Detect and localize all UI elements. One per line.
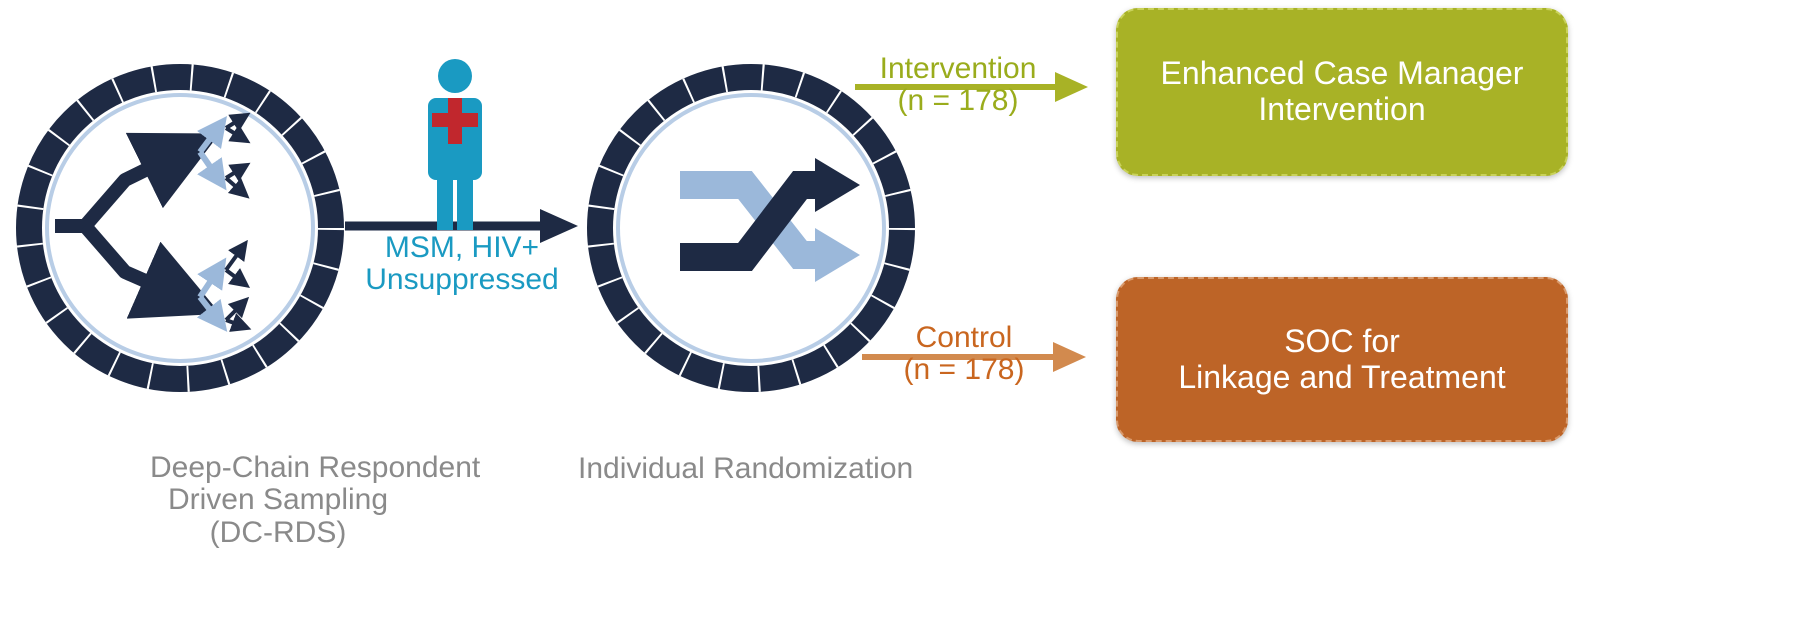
sampling-label-line-3: (DC-RDS) [209,515,347,549]
branching-tree-icon [55,112,252,332]
intervention-box-line-1: Enhanced Case Manager [1160,55,1524,92]
intervention-box-line-2: Intervention [1258,91,1426,127]
control-count: (n = 178) [903,353,1025,387]
sampling-circle [16,64,344,392]
population-label: MSM, HIV+ Unsuppressed [356,231,568,297]
intervention-label: Intervention [879,52,1037,85]
intervention-box: Enhanced Case Manager Intervention [1116,8,1568,176]
randomization-circle [587,64,915,392]
intervention-arm-label: Intervention (n = 178) [868,52,1048,118]
population-label-line-2: Unsuppressed [365,263,559,297]
person-medical-icon [428,59,482,230]
sampling-label-line-1: Deep-Chain Respondent [150,451,481,484]
control-box-line-1: SOC for [1284,322,1400,359]
population-label-line-1: MSM, HIV+ [384,231,540,264]
shuffle-icon [680,158,860,282]
sampling-label: Deep-Chain Respondent Driven Sampling (D… [150,451,481,549]
control-label: Control [915,321,1013,354]
sampling-label-line-2: Driven Sampling [167,483,389,517]
control-arrow [862,342,1086,372]
control-box: SOC for Linkage and Treatment [1116,277,1568,442]
intervention-count: (n = 178) [897,84,1019,118]
intervention-arrow [855,72,1088,102]
randomization-label: Individual Randomization [578,452,914,485]
control-arm-label: Control (n = 178) [880,321,1048,387]
control-box-line-2: Linkage and Treatment [1178,358,1506,395]
